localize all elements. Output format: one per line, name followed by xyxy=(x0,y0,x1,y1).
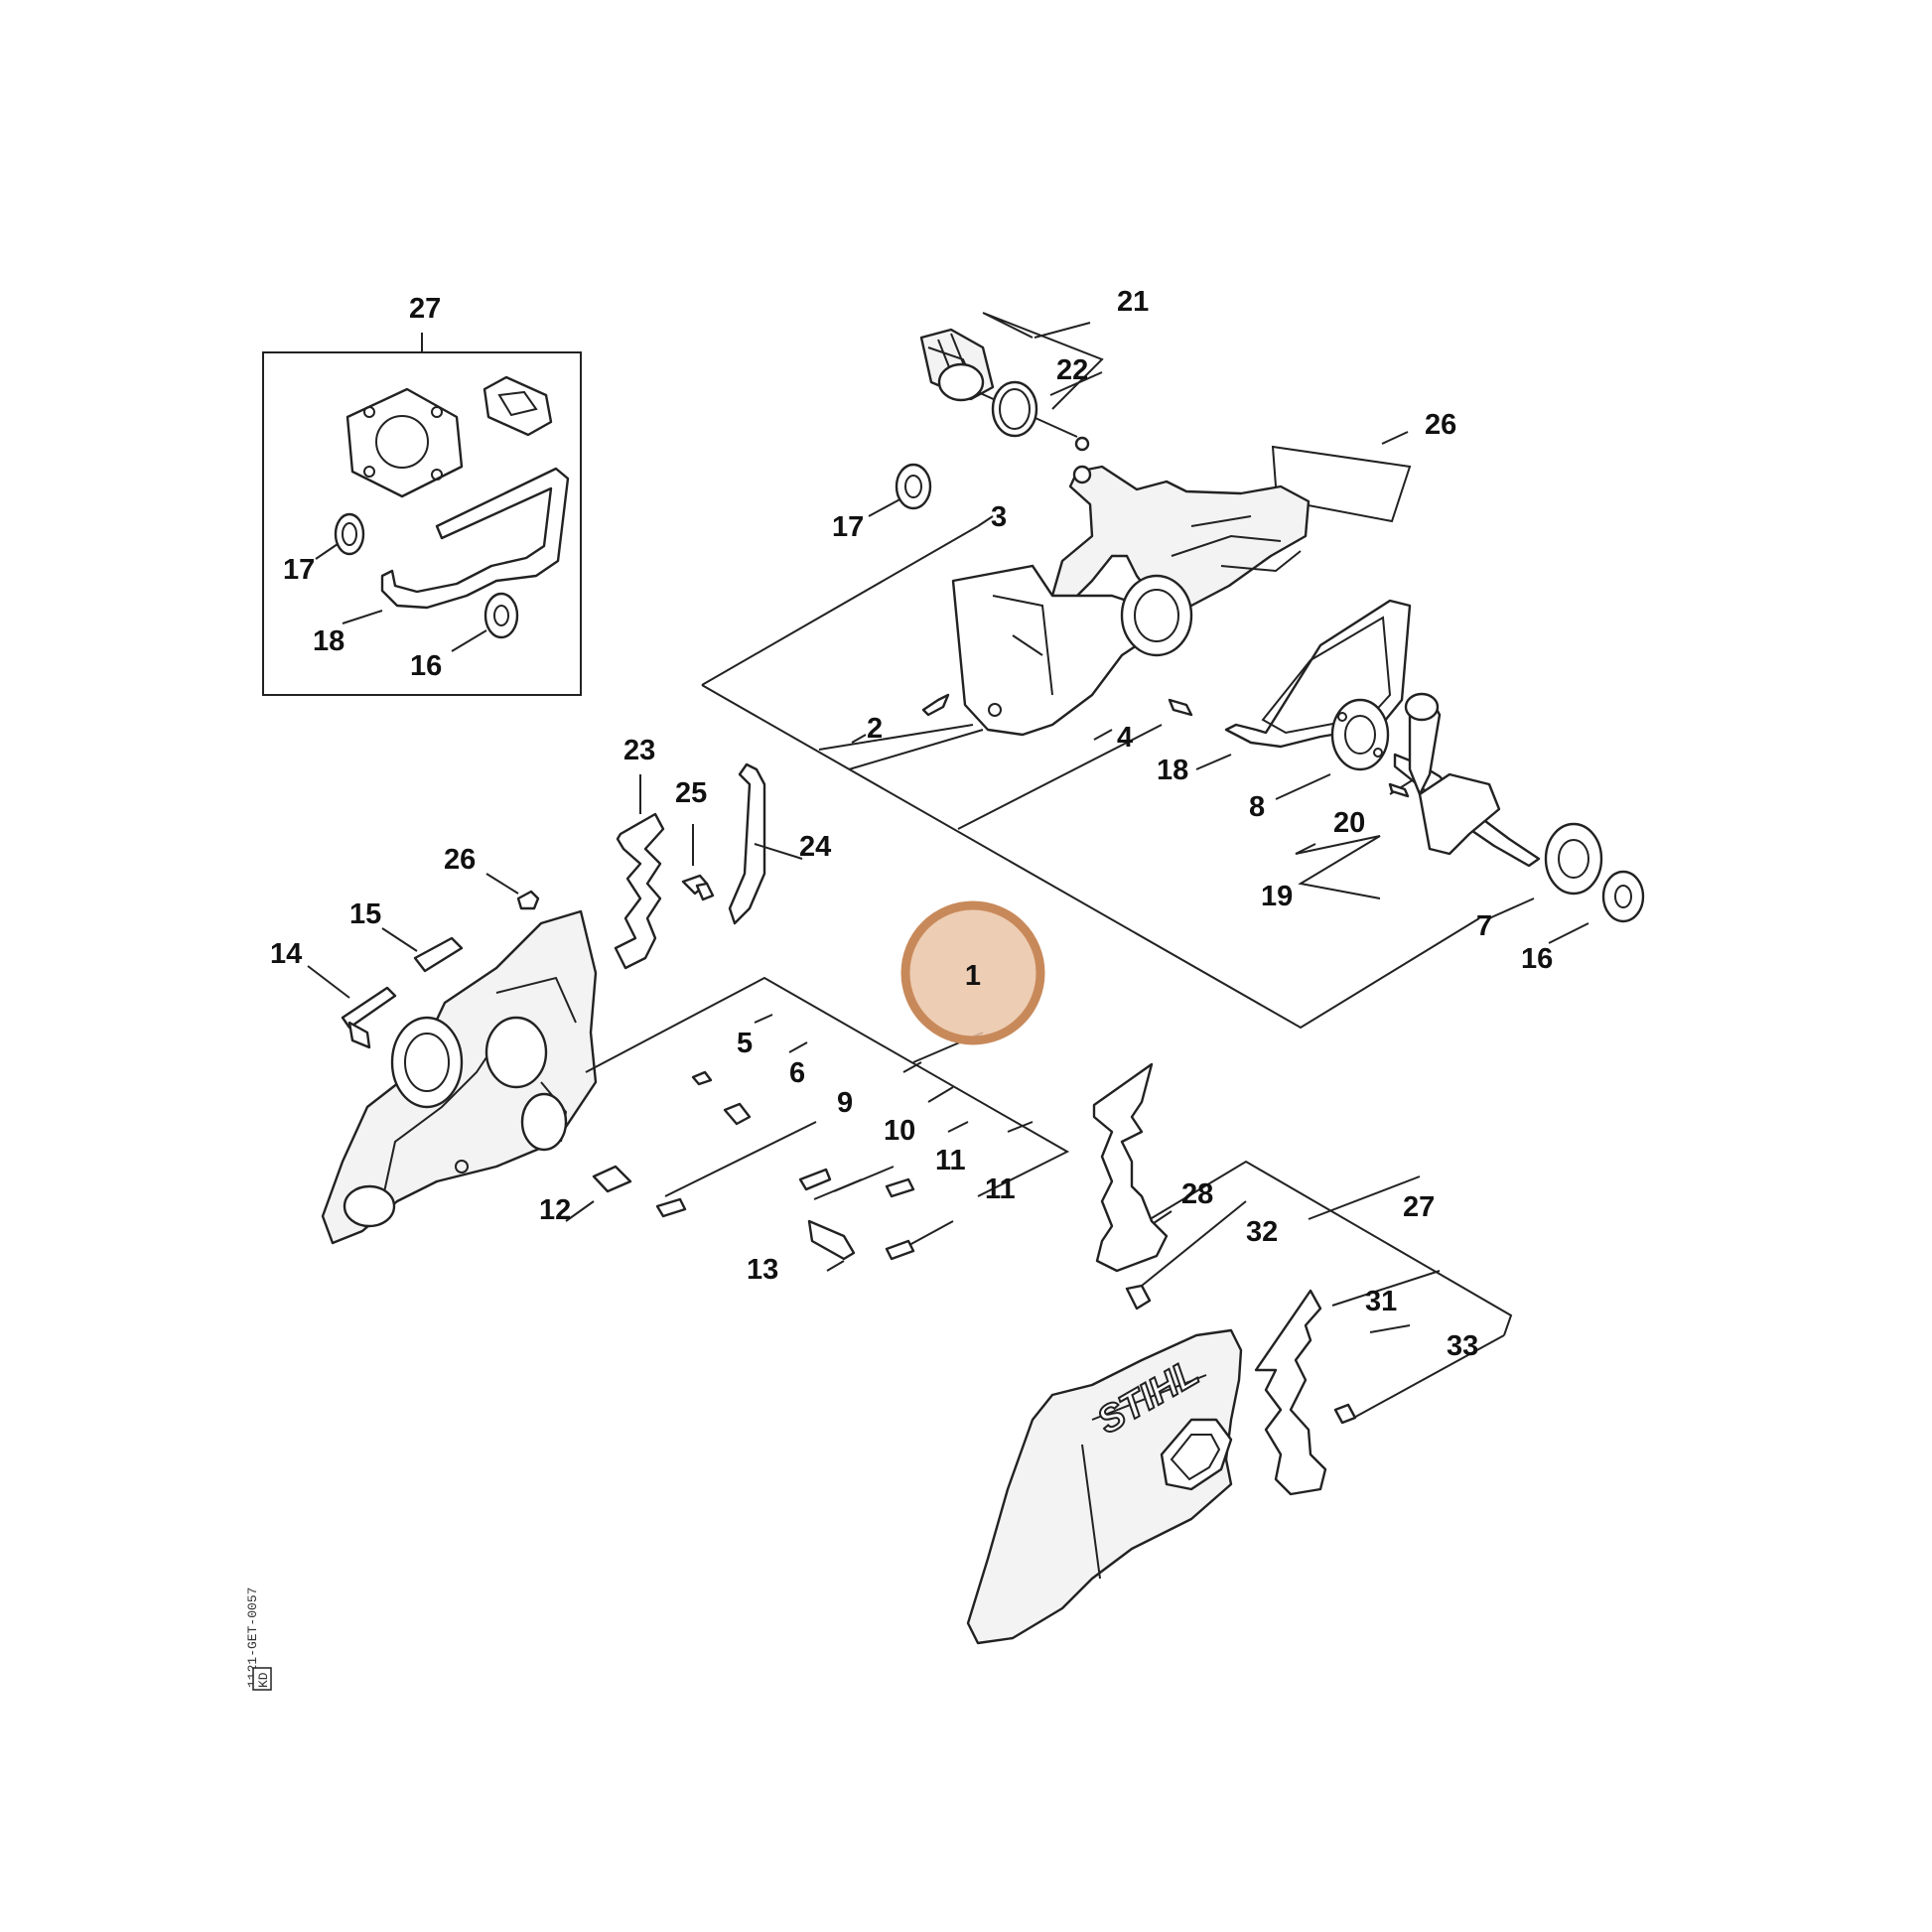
callout-2: 2 xyxy=(867,713,883,745)
callout-14: 14 xyxy=(270,938,302,970)
spike-bumper-30 xyxy=(1092,1062,1169,1273)
callout-9: 9 xyxy=(837,1087,853,1119)
callout-11: 11 xyxy=(935,1145,966,1176)
highlighted-part-1[interactable]: 1 xyxy=(900,900,1045,1045)
callout-32: 32 xyxy=(1246,1216,1278,1248)
callout-18-kit: 18 xyxy=(313,625,345,657)
callout-1: 1 xyxy=(965,960,981,992)
callout-30: 28 xyxy=(1181,1178,1213,1210)
sprocket-cover-group xyxy=(1141,1160,1513,1421)
callout-12: 12 xyxy=(539,1194,571,1226)
callout-19: 19 xyxy=(1261,881,1293,912)
crankcase-assembly xyxy=(701,312,1645,1030)
callout-5: 5 xyxy=(737,1028,753,1059)
callout-17: 17 xyxy=(832,511,864,543)
callout-labels: 27 17 18 16 21 22 26 17 3 2 4 18 8 20 19… xyxy=(270,286,1553,1362)
oil-pump xyxy=(919,328,1090,452)
chain-catcher-24 xyxy=(728,762,766,925)
crankcase-housing xyxy=(951,465,1311,737)
gasket-kit-box xyxy=(262,333,582,696)
reference-box-text: KD xyxy=(256,1672,271,1688)
callout-8: 8 xyxy=(1249,791,1265,823)
ball-bearing-8 xyxy=(1330,698,1390,771)
callout-21: 21 xyxy=(1117,286,1149,318)
callout-33: 33 xyxy=(1447,1330,1478,1362)
callout-10: 10 xyxy=(884,1115,915,1147)
spike-bumper-23 xyxy=(614,774,665,970)
callout-18: 18 xyxy=(1157,755,1188,786)
callout-16: 16 xyxy=(1521,943,1553,975)
callout-4: 4 xyxy=(1117,722,1133,754)
callout-24: 24 xyxy=(799,831,831,863)
reference-code-text: 1121-GET-0057 xyxy=(245,1587,260,1688)
callout-13: 13 xyxy=(747,1254,778,1286)
reference-code: 1121-GET-0057 KD xyxy=(245,1587,272,1691)
callout-28: 27 xyxy=(409,293,441,325)
callout-17-kit: 17 xyxy=(283,554,315,586)
callout-29: 27 xyxy=(1403,1191,1435,1223)
callout-3: 3 xyxy=(991,501,1007,533)
ball-bearing-7 xyxy=(1544,822,1603,896)
callout-20: 20 xyxy=(1333,807,1365,839)
crankshaft xyxy=(1393,692,1541,868)
callout-7: 7 xyxy=(1476,910,1492,942)
crankcase-half-left xyxy=(307,873,598,1245)
callout-22: 22 xyxy=(1056,354,1088,386)
callout-27: 26 xyxy=(1425,409,1456,441)
callout-6: 6 xyxy=(789,1057,805,1089)
callout-23: 23 xyxy=(623,735,655,766)
callout-11b: 11 xyxy=(985,1173,1016,1205)
callout-15: 15 xyxy=(349,898,381,930)
callout-25: 25 xyxy=(675,777,707,809)
callout-16-kit: 16 xyxy=(410,650,442,682)
spike-bumper-31 xyxy=(1254,1289,1327,1496)
sprocket-cover: STIHL xyxy=(966,1328,1243,1645)
callout-26: 26 xyxy=(444,844,476,876)
callout-31: 31 xyxy=(1365,1286,1397,1317)
